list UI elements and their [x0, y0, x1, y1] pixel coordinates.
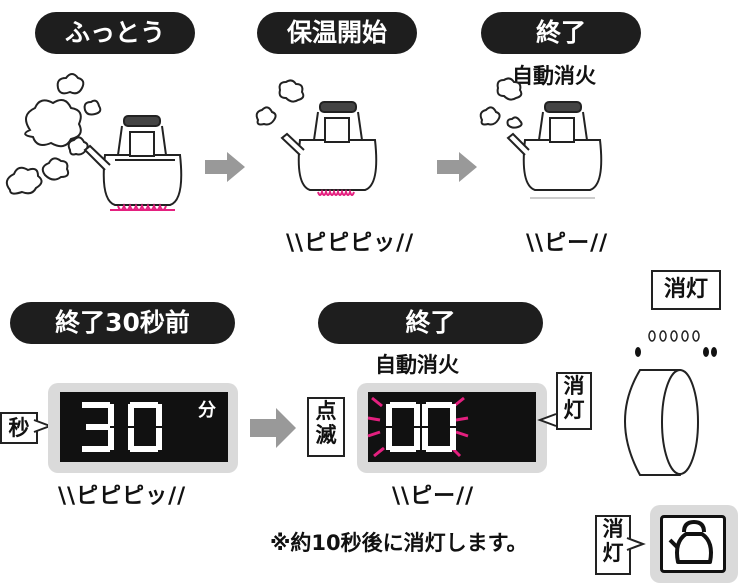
step-end-label: 終了 — [481, 12, 641, 54]
callout-pointer — [626, 537, 646, 551]
seconds-label: 秒 — [0, 412, 38, 444]
sound-pipipi-top: \\ピピピッ// — [286, 231, 415, 256]
kettle-boil-illustration — [5, 73, 183, 211]
lamp-off-indicator — [635, 330, 717, 357]
kettle-keepwarm-illustration — [255, 79, 378, 196]
step-30sec-label: 終了30秒前 — [10, 302, 235, 344]
lamp-off-label: 消灯 — [651, 270, 721, 310]
kettle-end-illustration — [479, 77, 603, 199]
arrow-right-icon — [250, 408, 296, 448]
kettle-lamp-icon — [668, 520, 713, 564]
kettle-off-label: 消灯 — [595, 515, 631, 575]
sound-pii-top: \\ピー// — [526, 231, 609, 256]
step-end-label-bottom: 終了 — [318, 302, 543, 344]
sound-pipipi-bottom: \\ピピピッ// — [58, 484, 187, 509]
minute-indicator: 分 — [198, 400, 216, 421]
seven-seg-display-30 — [82, 402, 162, 452]
arrow-right-icon — [437, 152, 477, 182]
callout-pointer — [537, 413, 557, 427]
light-off-label: 消灯 — [556, 372, 592, 430]
blink-label: 点滅 — [307, 397, 345, 457]
step-keepwarm-label: 保温開始 — [257, 12, 417, 54]
auto-extinguish-text-bottom: 自動消火 — [375, 353, 459, 377]
step-boil-label: ふっとう — [35, 12, 195, 54]
arrow-right-icon — [205, 152, 245, 182]
knob-illustration — [624, 369, 699, 476]
sound-pii-bottom: \\ピー// — [392, 484, 475, 509]
auto-extinguish-text-top: 自動消火 — [512, 64, 596, 88]
note-text: ※約10秒後に消灯します。 — [270, 531, 528, 555]
seven-seg-display-00 — [367, 396, 469, 458]
